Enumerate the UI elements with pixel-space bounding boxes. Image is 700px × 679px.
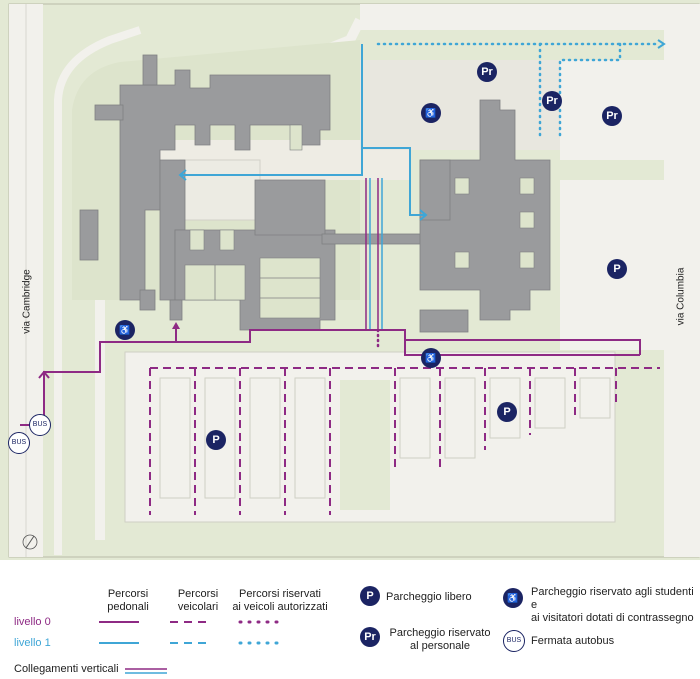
- legend-level1: livello 1: [14, 637, 51, 649]
- street-east: [664, 4, 700, 557]
- staff-parking-icon: Pr: [477, 62, 497, 82]
- bus-stop-icon: BUS: [29, 414, 51, 436]
- staff-parking-icon: Pr: [360, 627, 380, 647]
- building-east: [419, 99, 551, 321]
- legend-level0: livello 0: [14, 616, 51, 628]
- campus-map: via Cambridge via Columbia Pr Pr Pr P P …: [0, 0, 700, 560]
- compass-icon: [22, 534, 38, 550]
- parking-icon: P: [206, 430, 226, 450]
- legend-swatches: [99, 620, 284, 674]
- legend-staff-parking: Parcheggio riservato al personale: [389, 627, 491, 652]
- bus-stop-icon: BUS: [503, 630, 525, 652]
- parking-icon: P: [607, 259, 627, 279]
- path-level1: [180, 44, 425, 216]
- disabled-parking-icon: ♿: [115, 320, 135, 340]
- legend-free-parking: Parcheggio libero: [386, 591, 472, 603]
- street-label-east: via Columbia: [675, 267, 687, 326]
- staff-parking-icon: Pr: [542, 91, 562, 111]
- map-legend: Percorsi pedonali Percorsi veicolari Per…: [0, 560, 700, 679]
- legend-col-pedestrian: Percorsi pedonali: [107, 588, 149, 613]
- staff-parking-icon: Pr: [602, 106, 622, 126]
- building-west: [79, 54, 336, 331]
- parking-icon: P: [497, 402, 517, 422]
- vehicle-paths: [149, 367, 660, 515]
- disabled-parking-icon: ♿: [421, 348, 441, 368]
- legend-col-reserved: Percorsi riservati ai veicoli autorizzat…: [232, 588, 328, 613]
- street-label-west: via Cambridge: [21, 269, 33, 334]
- legend-disabled-parking: Parcheggio riservato agli studenti e ai …: [531, 586, 694, 624]
- campus-map-svg: [0, 0, 700, 560]
- parking-icon: P: [360, 586, 380, 606]
- legend-bus-stop: Fermata autobus: [531, 635, 615, 647]
- bus-stop-icon: BUS: [8, 432, 30, 454]
- legend-col-vehicle: Percorsi veicolari: [177, 588, 219, 613]
- legend-vertical: Collegamenti verticali: [14, 663, 119, 675]
- building-small: [419, 309, 469, 333]
- disabled-parking-icon: ♿: [421, 103, 441, 123]
- disabled-parking-icon: ♿: [503, 588, 523, 608]
